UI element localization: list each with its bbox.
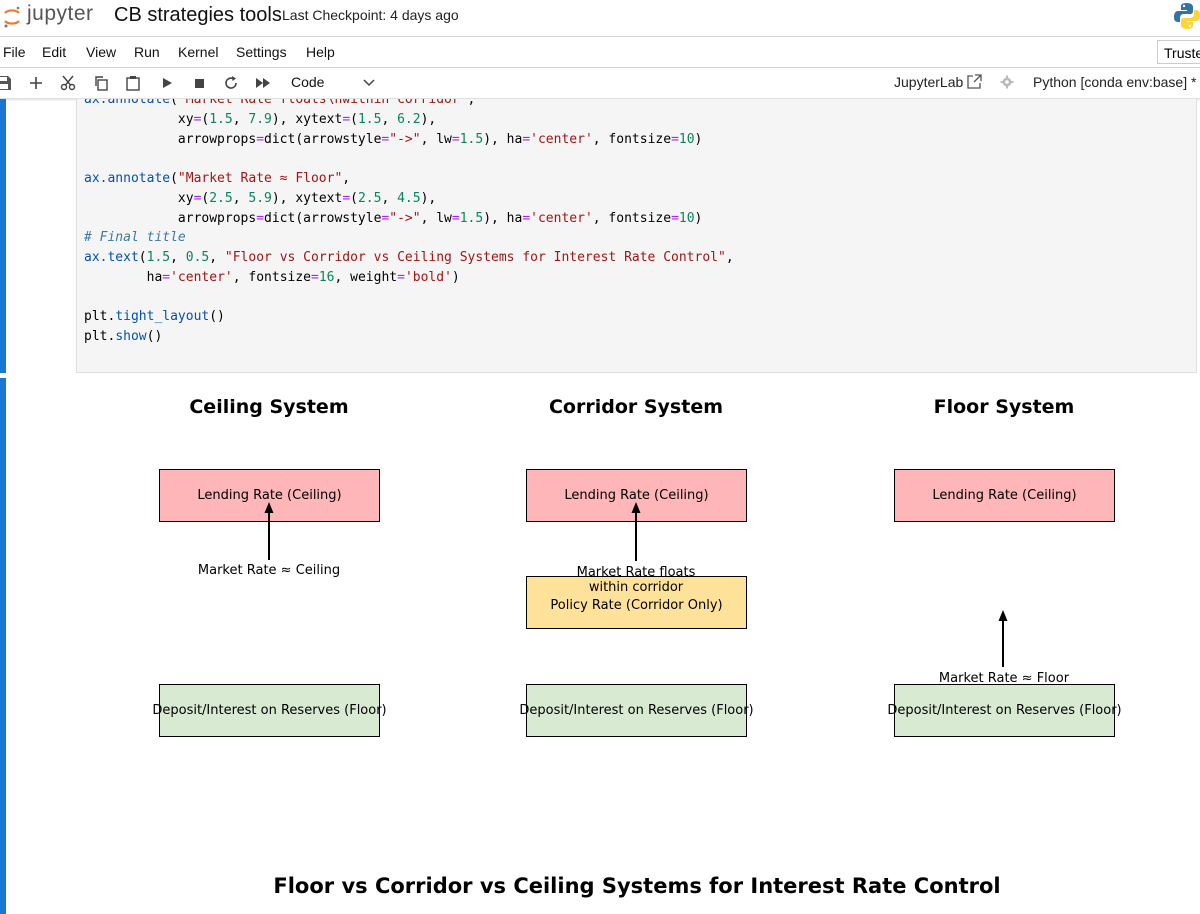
menu-run[interactable]: Run xyxy=(134,44,160,60)
ceiling-deposit-rate-box: Deposit/Interest on Reserves (Floor) xyxy=(152,684,387,737)
ceiling-market-rate-annotation: Market Rate ≈ Ceiling xyxy=(197,563,341,578)
code-cell-editor[interactable]: ax.annotate("Market Rate floats\nwithin … xyxy=(76,99,1197,373)
ceiling-lending-rate-box: Lending Rate (Ceiling) xyxy=(159,469,380,522)
chevron-down-icon[interactable] xyxy=(362,75,376,89)
annotation-line: Market Rate floats xyxy=(576,565,696,580)
external-link-icon[interactable] xyxy=(966,74,982,90)
code-line-1: ax.annotate("Market Rate floats\nwithin … xyxy=(84,99,476,107)
python-logo-icon xyxy=(1174,3,1200,29)
code-line-6: arrowprops=dict(arrowstyle="->", lw=1.5)… xyxy=(84,211,703,226)
cut-icon[interactable] xyxy=(58,73,78,93)
menu-bar: File Edit View Run Kernel Settings Help xyxy=(0,37,1200,68)
corridor-policy-rate-box: Policy Rate (Corridor Only) xyxy=(526,576,747,629)
code-line-10: plt.tight_layout() xyxy=(84,309,225,324)
floor-system-title: Floor System xyxy=(933,396,1075,418)
notebook-title[interactable]: CB strategies tools xyxy=(114,4,282,26)
corridor-system-title: Corridor System xyxy=(548,396,724,418)
corridor-market-rate-annotation: Market Rate floats within corridor xyxy=(516,565,756,595)
add-cell-icon[interactable] xyxy=(26,73,46,93)
code-line-2: xy=(1.5, 7.9), xytext=(1.5, 6.2), xyxy=(84,112,437,127)
code-line-5: xy=(2.5, 5.9), xytext=(2.5, 4.5), xyxy=(84,191,437,206)
paste-icon[interactable] xyxy=(123,73,143,93)
code-line-7: # Final title xyxy=(84,230,186,245)
code-line-9: ha='center', fontsize=16, weight='bold') xyxy=(84,270,460,285)
menu-edit[interactable]: Edit xyxy=(42,44,67,60)
code-line-8: ax.text(1.5, 0.5, "Floor vs Corridor vs … xyxy=(84,250,734,265)
save-icon[interactable] xyxy=(0,73,14,93)
menu-file[interactable]: File xyxy=(3,44,26,60)
code-line-4: ax.annotate("Market Rate ≈ Floor", xyxy=(84,171,351,186)
menu-help[interactable]: Help xyxy=(306,44,335,60)
corridor-lending-rate-box: Lending Rate (Ceiling) xyxy=(526,469,747,522)
jupyter-logo-text[interactable]: jupyter xyxy=(27,2,94,25)
code-line-3: arrowprops=dict(arrowstyle="->", lw=1.5)… xyxy=(84,132,703,147)
copy-icon[interactable] xyxy=(91,73,111,93)
trusted-indicator[interactable]: Truste xyxy=(1157,40,1200,64)
cell-type-select[interactable]: Code xyxy=(291,74,325,90)
floor-lending-rate-box: Lending Rate (Ceiling) xyxy=(894,469,1115,522)
ceiling-system-title: Ceiling System xyxy=(189,396,349,418)
last-checkpoint: Last Checkpoint: 4 days ago xyxy=(282,7,459,23)
figure-main-title: Floor vs Corridor vs Ceiling Systems for… xyxy=(273,874,1001,898)
menu-view[interactable]: View xyxy=(86,44,117,60)
active-cell-indicator[interactable] xyxy=(0,99,6,373)
fast-forward-icon[interactable] xyxy=(253,73,273,93)
menu-settings[interactable]: Settings xyxy=(236,44,287,60)
kernel-name[interactable]: Python [conda env:base] * xyxy=(1033,74,1197,90)
annotation-line: within corridor xyxy=(588,580,684,595)
menu-kernel[interactable]: Kernel xyxy=(178,44,219,60)
kernel-status-gear-icon xyxy=(1000,75,1014,89)
jupyterlab-link[interactable]: JupyterLab xyxy=(894,74,964,90)
top-bar: jupyter CB strategies tools Last Checkpo… xyxy=(0,0,1200,37)
cell-output-figure xyxy=(76,378,1200,914)
output-cell-indicator[interactable] xyxy=(0,378,6,914)
floor-deposit-rate-box: Deposit/Interest on Reserves (Floor) xyxy=(887,684,1122,737)
corridor-deposit-rate-box: Deposit/Interest on Reserves (Floor) xyxy=(519,684,754,737)
run-icon[interactable] xyxy=(157,73,177,93)
floor-market-rate-annotation: Market Rate ≈ Floor xyxy=(938,671,1070,686)
code-line-11: plt.show() xyxy=(84,329,163,344)
stop-icon[interactable] xyxy=(189,73,209,93)
jupyter-logo-icon[interactable] xyxy=(2,4,22,30)
notebook-toolbar: Code JupyterLab Python [conda env:base] … xyxy=(0,68,1200,99)
restart-icon[interactable] xyxy=(221,73,241,93)
